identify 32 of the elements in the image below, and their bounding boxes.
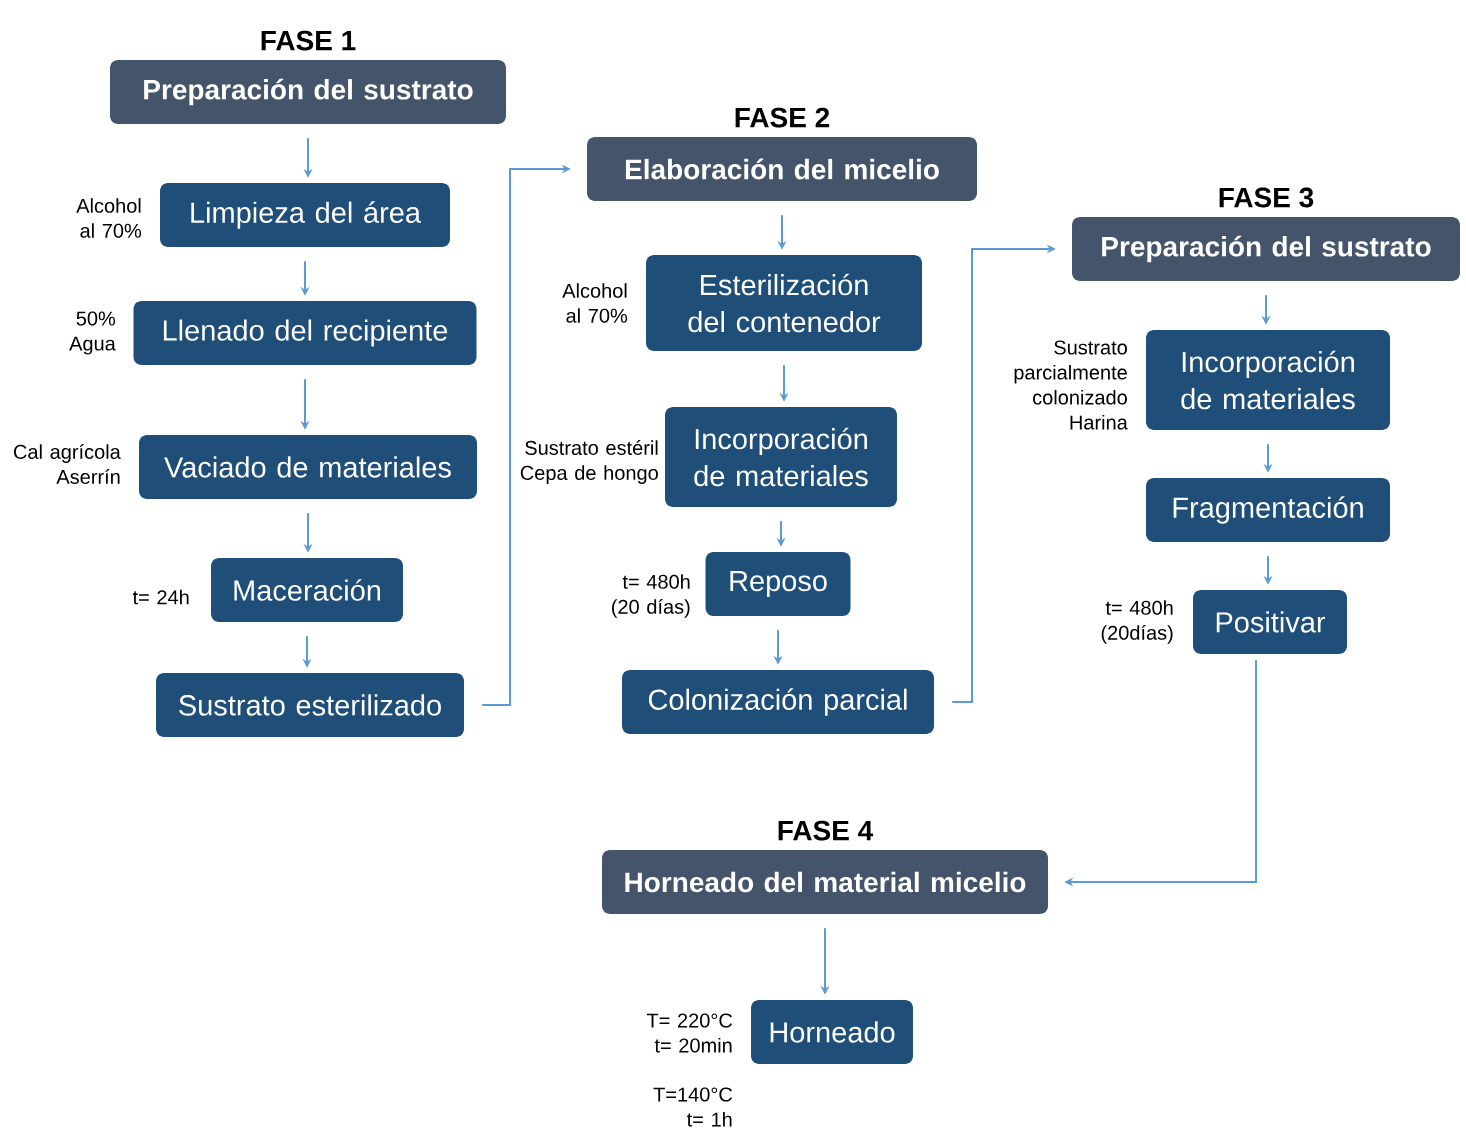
phase-header-box: Preparación del sustrato xyxy=(1072,217,1460,281)
process-box: Colonización parcial xyxy=(622,670,934,734)
process-box: Sustrato esterilizado xyxy=(156,673,464,737)
process-box: Vaciado de materiales xyxy=(139,435,477,499)
phase-heading: FASE 1 xyxy=(261,30,356,51)
parameter-note: t= 480h (20días) xyxy=(1101,600,1173,644)
phase-header-box: Elaboración del micelio xyxy=(587,137,977,201)
process-box: Horneado xyxy=(751,1000,913,1064)
process-box: Esterilización del contenedor xyxy=(646,255,922,351)
parameter-note: Sustrato estéril Cepa de hongo xyxy=(520,440,658,484)
parameter-note: Sustrato parcialmente colonizado Harina xyxy=(1014,340,1128,430)
process-box: Incorporación de materiales xyxy=(665,407,897,507)
parameter-note: Alcohol al 70% xyxy=(562,283,628,323)
process-box: Fragmentación xyxy=(1146,478,1390,542)
process-box: Incorporación de materiales xyxy=(1146,330,1390,430)
phase-heading: FASE 3 xyxy=(1219,187,1314,208)
process-box: Positivar xyxy=(1193,590,1347,654)
process-box: Maceración xyxy=(211,558,403,622)
phase-heading: FASE 2 xyxy=(735,107,830,128)
phase-header-box: Preparación del sustrato xyxy=(110,60,506,124)
process-box: Reposo xyxy=(705,552,851,616)
parameter-note: t= 24h xyxy=(132,589,189,605)
parameter-note: T=140°C t= 1h xyxy=(653,1087,733,1127)
phase-header-box: Horneado del material micelio xyxy=(602,850,1048,914)
parameter-note: t= 480h (20 días) xyxy=(612,574,690,618)
parameter-note: Alcohol al 70% xyxy=(76,198,142,238)
parameter-note: 50% Agua xyxy=(69,311,116,355)
process-box: Limpieza del área xyxy=(160,183,450,247)
parameter-note: T= 220°C t= 20min xyxy=(646,1013,733,1053)
phase-heading: FASE 4 xyxy=(778,820,874,841)
process-box: Llenado del recipiente xyxy=(133,301,477,365)
parameter-note: Cal agrícola Aserrín xyxy=(14,444,121,484)
